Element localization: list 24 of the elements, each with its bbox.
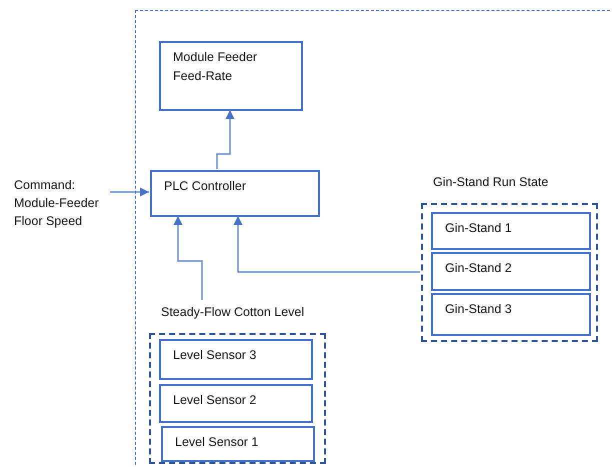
group-heading: Steady-Flow Cotton Level (161, 304, 304, 321)
process-box (431, 293, 591, 336)
process-box (431, 252, 591, 291)
box-label: Gin-Stand 1 (445, 220, 513, 237)
arrow (174, 216, 203, 300)
box-label: Module Feeder Feed-Rate (173, 49, 258, 85)
input-label: Command: Module-Feeder Floor Speed (14, 176, 110, 230)
process-box (159, 384, 313, 423)
box-label: Gin-Stand 3 (445, 301, 513, 318)
process-box (161, 426, 315, 462)
box-label: Level Sensor 1 (175, 434, 260, 451)
process-box (431, 212, 591, 250)
group-heading: Gin-Stand Run State (433, 174, 548, 191)
process-box (150, 170, 320, 217)
box-label: PLC Controller (164, 178, 247, 195)
arrow (110, 188, 149, 196)
dashed-boundary (135, 10, 612, 467)
arrow (216, 110, 234, 169)
process-box (159, 41, 303, 111)
process-box (159, 339, 313, 380)
box-label: Level Sensor 2 (173, 392, 258, 409)
arrow (234, 216, 420, 273)
box-label: Level Sensor 3 (173, 347, 258, 364)
box-label: Gin-Stand 2 (445, 260, 513, 277)
